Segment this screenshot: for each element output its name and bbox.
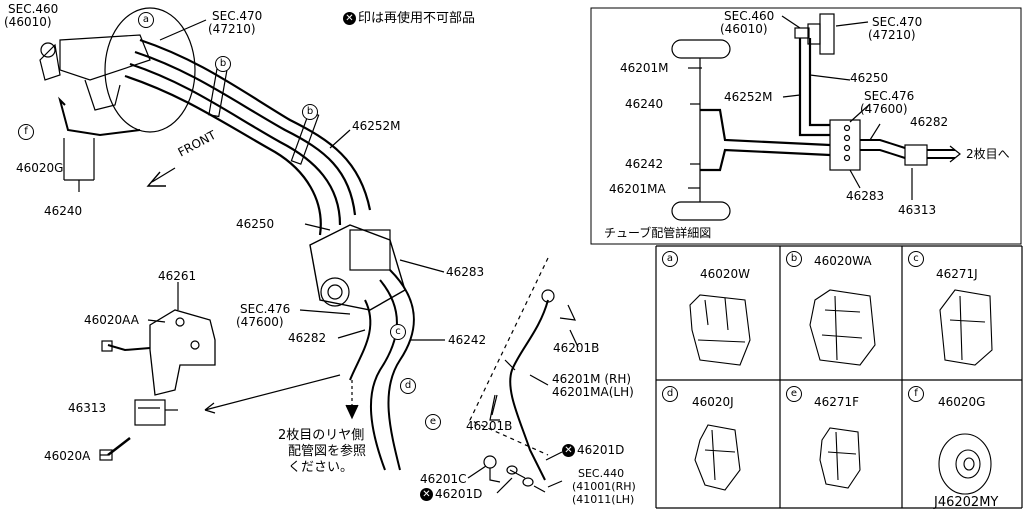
brake-booster-shape <box>104 7 196 133</box>
callout-c: c <box>390 324 406 340</box>
detail-label-sec460: SEC.460 <box>724 9 775 23</box>
label-46250: 46250 <box>236 217 275 231</box>
cell-f-letter: f <box>908 386 924 402</box>
label-46201D-left: ✕46201D <box>420 488 482 501</box>
label-sec440-rh: (41001(RH) <box>572 480 636 493</box>
clip-46020WA-shape <box>809 289 876 366</box>
callout-e: e <box>425 414 441 430</box>
label-sec470-sub: (47210) <box>208 22 256 36</box>
callout-d: d <box>400 378 416 394</box>
rear-piping-note: 2枚目のリヤ側 配管図を参照 ください。 <box>278 428 367 475</box>
label-46201C: 46201C <box>420 472 467 486</box>
cell-e-letter: e <box>786 386 802 402</box>
detail-label-second-page: 2枚目へ <box>966 147 1010 161</box>
grommet-46020G-shape <box>938 433 992 495</box>
callout-b-upper: b <box>215 56 231 72</box>
cell-d-part: 46020J <box>692 395 734 409</box>
detail-label-46240: 46240 <box>625 97 664 111</box>
label-sec476-sub: (47600) <box>236 315 284 329</box>
label-sec476: SEC.476 <box>240 302 291 316</box>
non-reusable-mark-icon: ✕ <box>562 444 575 457</box>
label-sec440-lh: (41011(LH) <box>572 493 635 506</box>
label-46261: 46261 <box>158 269 197 283</box>
label-46201MA-lh: 46201MA(LH) <box>552 385 634 399</box>
connector-46313-shape <box>134 399 166 426</box>
detail-label-46242: 46242 <box>625 157 664 171</box>
label-46252M: 46252M <box>352 119 401 133</box>
detail-label-sec470: SEC.470 <box>872 15 923 29</box>
non-reusable-mark-icon: ✕ <box>343 12 356 25</box>
clip-46271F-shape <box>819 427 861 489</box>
detail-label-46201MA: 46201MA <box>609 182 666 196</box>
bracket-46261-shape <box>149 309 216 396</box>
label-46201B-lower: 46201B <box>466 419 513 433</box>
cell-d-letter: d <box>662 386 678 402</box>
label-sec460: SEC.460 <box>8 2 59 16</box>
clip-46271J-shape <box>939 289 993 366</box>
cell-b-letter: b <box>786 251 802 267</box>
label-46020A: 46020A <box>44 449 91 463</box>
label-46020AA: 46020AA <box>84 313 139 327</box>
label-46201D-right: ✕46201D <box>562 444 624 457</box>
callout-f: f <box>18 124 34 140</box>
label-sec470: SEC.470 <box>212 9 263 23</box>
cell-b-part: 46020WA <box>814 254 872 268</box>
non-reusable-mark-icon: ✕ <box>420 488 433 501</box>
label-46020G: 46020G <box>16 161 64 175</box>
label-46282: 46282 <box>288 331 327 345</box>
part-code: J46202MY <box>934 495 999 510</box>
detail-label-sec460-sub: (46010) <box>720 22 768 36</box>
detail-label-46313: 46313 <box>898 203 937 217</box>
cell-a-letter: a <box>662 251 678 267</box>
clip-46020W-shape <box>689 294 751 366</box>
cell-f-part: 46020G <box>938 395 986 409</box>
callout-b-lower: b <box>302 104 318 120</box>
clip-46020J-shape <box>694 424 741 491</box>
detail-label-46201M: 46201M <box>620 61 669 75</box>
label-sec440: SEC.440 <box>578 467 625 480</box>
label-46201M-rh: 46201M (RH) <box>552 372 632 386</box>
label-sec460-sub: (46010) <box>4 15 52 29</box>
detail-label-sec476-sub: (47600) <box>860 102 908 116</box>
label-46242: 46242 <box>448 333 487 347</box>
reuse-notice: ✕印は再使用不可部品 <box>343 12 475 25</box>
detail-label-46252M: 46252M <box>724 90 773 104</box>
detail-label-46283: 46283 <box>846 189 885 203</box>
cell-c-part: 46271J <box>936 267 978 281</box>
detail-label-sec470-sub: (47210) <box>868 28 916 42</box>
cell-c-letter: c <box>908 251 924 267</box>
tube-detail-frame <box>590 7 1022 245</box>
cell-a-part: 46020W <box>700 267 751 281</box>
label-46240: 46240 <box>44 204 83 218</box>
label-46283: 46283 <box>446 265 485 279</box>
detail-caption: チューブ配管詳細図 <box>604 226 712 240</box>
cell-e-part: 46271F <box>814 395 860 409</box>
callout-a: a <box>138 12 154 28</box>
detail-label-46282: 46282 <box>910 115 949 129</box>
master-cylinder-shape <box>59 34 151 81</box>
label-46201B-upper: 46201B <box>553 341 600 355</box>
detail-label-46250: 46250 <box>850 71 889 85</box>
detail-label-sec476: SEC.476 <box>864 89 915 103</box>
label-46313: 46313 <box>68 401 107 415</box>
